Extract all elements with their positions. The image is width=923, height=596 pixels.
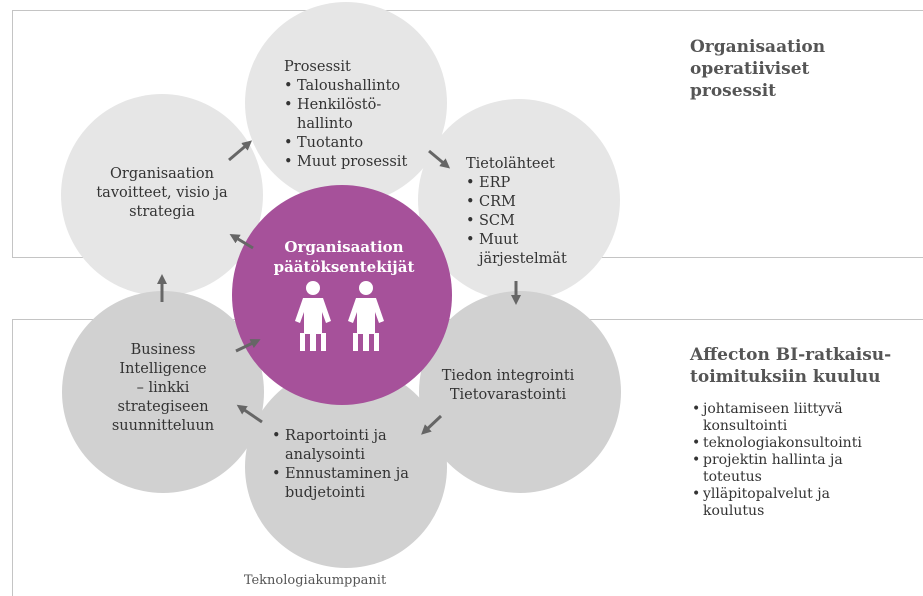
arrow-reporting-to-bi xyxy=(236,404,263,424)
data-sources-list: ERP CRM SCM Muut järjestelmät xyxy=(466,174,586,269)
circle-center xyxy=(232,185,452,405)
processes-text: Prosessit Taloushallinto Henkilöstö- hal… xyxy=(284,58,444,172)
data-sources-item-erp: ERP xyxy=(466,174,586,193)
top-frame-top-line xyxy=(12,10,923,11)
processes-item-other: Muut prosessit xyxy=(284,153,444,172)
circle-bi xyxy=(62,291,264,493)
circle-goals xyxy=(61,94,263,296)
processes-item-hr: Henkilöstö- hallinto xyxy=(284,96,444,134)
data-sources-title: Tietolähteet xyxy=(466,156,555,172)
processes-title: Prosessit xyxy=(284,59,351,75)
arrow-center-to-goals xyxy=(229,233,254,250)
center-title: Organisaation päätöksentekijät xyxy=(273,238,415,276)
goals-text: Organisaation tavoitteet, visio ja strat… xyxy=(96,166,228,220)
bi-deliveries-item-project: projektin hallinta ja toteutus xyxy=(692,452,912,486)
bi-deliveries-heading: Affecton BI-ratkaisu- toimituksiin kuulu… xyxy=(690,345,892,387)
data-sources-item-scm: SCM xyxy=(466,212,586,231)
processes-item-finance: Taloushallinto xyxy=(284,77,444,96)
bi-text: Business Intelligence – linkki strategis… xyxy=(111,342,215,434)
data-sources-item-other: Muut järjestelmät xyxy=(466,231,586,269)
data-sources-item-crm: CRM xyxy=(466,193,586,212)
technology-partners-label: Teknologiakumppanit xyxy=(243,573,387,588)
processes-item-production: Tuotanto xyxy=(284,134,444,153)
processes-list: Taloushallinto Henkilöstö- hallinto Tuot… xyxy=(284,77,444,172)
circle-integration xyxy=(419,291,621,493)
reporting-item-forecasting: Ennustaminen ja budjetointi xyxy=(272,465,442,503)
arrow-bi-to-center xyxy=(235,339,261,353)
reporting-text: Raportointi ja analysointi Ennustaminen … xyxy=(272,427,442,503)
operational-processes-heading: Organisaation operatiiviset prosessit xyxy=(690,37,826,101)
person-icon xyxy=(348,281,384,351)
bi-deliveries-item-technology: teknologiakonsultointi xyxy=(692,435,912,452)
bi-deliveries-list: johtamiseen liittyvä konsultointi teknol… xyxy=(692,401,912,520)
person-icon xyxy=(295,281,331,351)
bi-deliveries-item-management: johtamiseen liittyvä konsultointi xyxy=(692,401,912,435)
arrow-goals-to-processes xyxy=(228,140,253,162)
bottom-frame-left-line xyxy=(12,319,13,596)
bi-deliveries-item-maintenance: ylläpitopalvelut ja koulutus xyxy=(692,486,912,520)
integration-text: Tiedon integrointi Tietovarastointi xyxy=(441,368,575,403)
top-frame-left-line xyxy=(12,10,13,257)
reporting-item-analysis: Raportointi ja analysointi xyxy=(272,427,442,465)
reporting-list: Raportointi ja analysointi Ennustaminen … xyxy=(272,427,442,503)
data-sources-text: Tietolähteet ERP CRM SCM Muut järjestelm… xyxy=(466,155,586,269)
two-people-icon xyxy=(295,281,384,351)
